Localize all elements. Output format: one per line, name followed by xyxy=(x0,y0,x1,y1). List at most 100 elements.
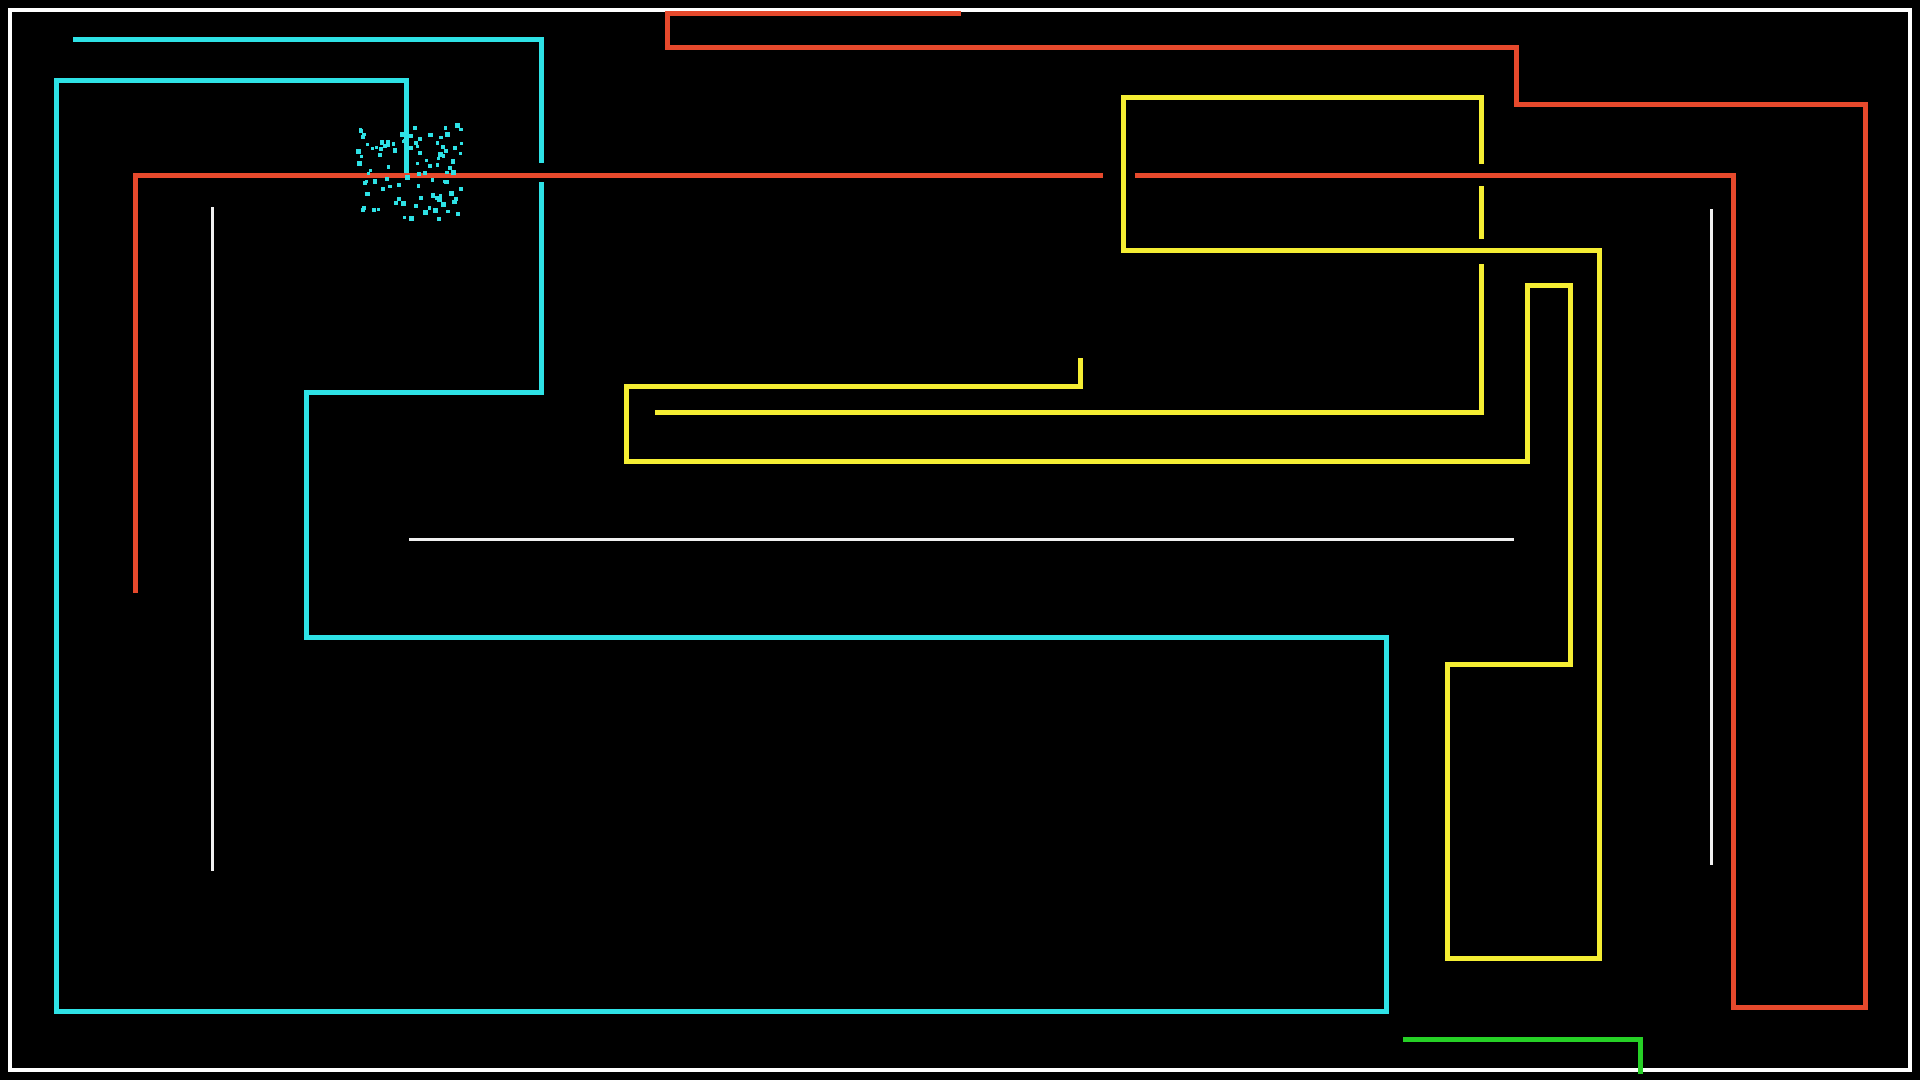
crash-particle xyxy=(451,169,457,175)
crash-particle xyxy=(443,126,448,131)
crash-particle xyxy=(374,145,379,150)
crash-particle xyxy=(430,192,436,198)
crash-particle xyxy=(459,127,463,132)
crash-particle xyxy=(408,146,413,150)
crash-particle xyxy=(441,202,446,207)
cyan-trail-segment xyxy=(72,36,544,42)
red-trail-segment xyxy=(1862,101,1868,1010)
crash-particle xyxy=(372,208,376,212)
crash-particle xyxy=(366,171,371,175)
crash-particle xyxy=(393,200,398,205)
yellow-trail-segment xyxy=(1596,247,1602,961)
yellow-trail-segment xyxy=(1524,282,1573,288)
yellow-trail-segment xyxy=(1077,357,1083,389)
crash-particle xyxy=(449,191,455,197)
crash-particle xyxy=(362,132,366,137)
crash-particle xyxy=(435,195,440,200)
cyan-trail-segment xyxy=(53,77,409,83)
red-trail-segment xyxy=(132,172,1103,178)
crash-particle xyxy=(440,144,445,149)
crash-particle xyxy=(452,199,457,205)
yellow-trail-segment xyxy=(1444,661,1573,667)
yellow-trail-segment xyxy=(1120,94,1126,253)
crash-particle xyxy=(378,153,383,157)
yellow-trail-segment xyxy=(623,383,629,464)
green-trail-segment xyxy=(1402,1036,1643,1042)
yellow-trail-segment xyxy=(1567,282,1573,667)
yellow-trail-segment xyxy=(623,458,1530,464)
crash-particle xyxy=(448,166,453,171)
crash-particle xyxy=(364,180,368,184)
crash-particle xyxy=(362,181,367,186)
crash-particle xyxy=(422,171,428,176)
crash-particle xyxy=(430,178,435,183)
crash-particle xyxy=(399,132,405,138)
crash-particle xyxy=(378,146,384,152)
yellow-trail-segment xyxy=(1478,185,1484,239)
yellow-trail-segment xyxy=(1444,661,1450,961)
crash-particle xyxy=(441,154,446,158)
crash-particle xyxy=(428,132,433,138)
yellow-trail-segment xyxy=(1120,247,1602,253)
crash-particle xyxy=(422,210,428,215)
yellow-trail-segment xyxy=(1524,282,1530,464)
crash-particle xyxy=(381,187,385,191)
crash-particle xyxy=(427,163,433,169)
yellow-trail-segment xyxy=(623,383,1083,389)
green-trail-segment xyxy=(1637,1036,1643,1074)
crash-particle xyxy=(438,194,443,199)
crash-particle xyxy=(443,149,448,154)
crash-particle xyxy=(436,156,440,160)
crash-particle xyxy=(433,208,439,213)
yellow-trail-segment xyxy=(654,409,1484,415)
crash-particle xyxy=(458,186,463,191)
white-trail-segment xyxy=(408,537,1514,541)
cyan-trail-segment xyxy=(538,36,544,163)
crash-particle xyxy=(452,145,457,150)
crash-particle xyxy=(455,123,460,128)
crash-particle xyxy=(427,206,432,211)
crash-particle xyxy=(405,175,411,181)
crash-particle xyxy=(377,207,381,211)
red-trail-segment xyxy=(1134,172,1736,178)
crash-particle xyxy=(454,196,459,201)
cyan-trail-segment xyxy=(303,634,1389,640)
crash-particle xyxy=(444,179,449,185)
crash-particle xyxy=(458,152,462,156)
crash-particle xyxy=(418,150,423,155)
crash-particle xyxy=(396,182,402,187)
crash-particle xyxy=(412,125,418,130)
crash-particle xyxy=(397,197,401,202)
cyan-trail-segment xyxy=(538,181,544,395)
cyan-trail-segment xyxy=(403,77,409,175)
crash-particle xyxy=(418,137,422,141)
crash-particle xyxy=(438,152,443,157)
crash-particle xyxy=(357,161,362,166)
crash-particle xyxy=(359,128,364,134)
crash-particle xyxy=(415,144,419,148)
red-trail-segment xyxy=(1513,44,1519,107)
crash-particle xyxy=(445,170,449,174)
crash-particle xyxy=(370,146,374,150)
red-trail-segment xyxy=(1513,101,1868,107)
crash-particle xyxy=(380,140,385,145)
yellow-trail-segment xyxy=(1120,94,1484,100)
crash-particle xyxy=(359,154,364,158)
crash-particle xyxy=(436,216,441,221)
red-trail-segment xyxy=(664,10,961,16)
cyan-trail-segment xyxy=(53,77,59,1014)
crash-particle xyxy=(402,139,406,144)
crash-particle xyxy=(459,142,464,146)
crash-particle xyxy=(409,134,414,139)
crash-particle xyxy=(392,148,398,153)
crash-particle xyxy=(415,161,420,166)
crash-particle xyxy=(368,169,372,173)
crash-particle xyxy=(391,142,396,147)
red-trail-segment xyxy=(1730,1004,1868,1010)
crash-particle xyxy=(361,207,366,212)
white-trail-segment xyxy=(210,206,214,871)
crash-particle xyxy=(409,216,414,221)
crash-particle xyxy=(446,209,450,213)
white-trail-segment xyxy=(1709,208,1713,865)
